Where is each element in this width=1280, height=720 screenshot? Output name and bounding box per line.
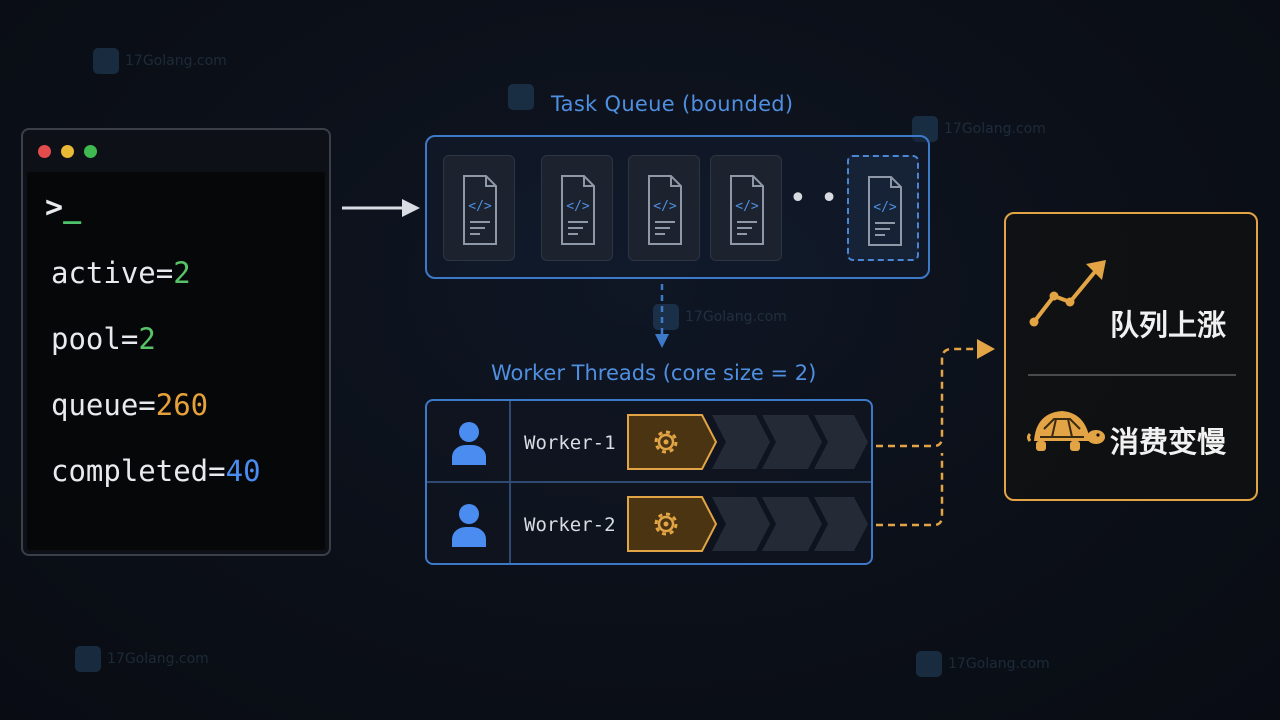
workers-title: Worker Threads (core size = 2) — [491, 361, 817, 385]
queue-rising-label: 队列上涨 — [1110, 308, 1227, 342]
worker-pipeline — [627, 414, 868, 470]
worker-name: Worker-1 — [524, 432, 616, 454]
task-item: </> — [710, 155, 782, 261]
user-icon — [452, 422, 486, 465]
watermark-logo-icon — [916, 651, 942, 677]
svg-text:</>: </> — [735, 199, 759, 214]
task-item: </> — [628, 155, 700, 261]
stat-pool: pool=2 — [51, 322, 156, 356]
minimize-dot-icon[interactable] — [61, 145, 74, 158]
watermark-logo-icon — [653, 304, 679, 330]
stat-active: active=2 — [51, 256, 191, 290]
terminal-title-bar — [23, 130, 329, 172]
gear-icon — [654, 512, 678, 536]
watermark: 17Golang.com — [93, 48, 227, 74]
worker-name: Worker-2 — [524, 514, 616, 536]
watermark-logo-icon — [508, 84, 534, 110]
trend-up-icon — [1029, 260, 1106, 327]
watermark: 17Golang.com — [912, 116, 1046, 142]
divider — [1028, 374, 1236, 376]
maximize-dot-icon[interactable] — [84, 145, 97, 158]
watermark: 17Golang.com — [75, 646, 209, 672]
code-file-icon: </> — [463, 175, 497, 245]
worker-row: Worker-1 — [427, 401, 871, 483]
code-file-icon: </> — [730, 175, 764, 245]
code-file-icon: </> — [561, 175, 595, 245]
terminal-body: >_ active=2 pool=2 queue=260 completed=4… — [27, 172, 325, 550]
terminal-prompt: >_ — [45, 190, 81, 225]
submit-arrow-icon — [342, 199, 420, 217]
dispatch-arrow-icon — [655, 284, 669, 348]
prompt-symbol: > — [45, 190, 64, 225]
close-dot-icon[interactable] — [38, 145, 51, 158]
turtle-icon — [1027, 411, 1105, 451]
worker-threads: Worker-1 Worker-2 — [425, 399, 873, 565]
watermark: 17Golang.com — [653, 304, 787, 330]
watermark-logo-icon — [93, 48, 119, 74]
task-item: </> — [443, 155, 515, 261]
svg-text:</>: </> — [468, 199, 492, 214]
stat-completed: completed=40 — [51, 454, 261, 488]
watermark — [508, 84, 534, 110]
watermark: 17Golang.com — [916, 651, 1050, 677]
terminal-window: >_ active=2 pool=2 queue=260 completed=4… — [21, 128, 331, 556]
pending-task-item: </> — [847, 155, 919, 261]
svg-text:</>: </> — [873, 200, 897, 215]
watermark-logo-icon — [75, 646, 101, 672]
svg-text:</>: </> — [566, 199, 590, 214]
code-file-icon: </> — [648, 175, 682, 245]
stat-queue: queue=260 — [51, 388, 209, 422]
code-file-icon: </> — [868, 176, 902, 246]
user-icon — [452, 504, 486, 547]
gear-icon — [654, 430, 678, 454]
task-queue: </> </> </> </> — [425, 135, 930, 279]
cursor: _ — [63, 190, 82, 225]
effect-connector-icon — [876, 339, 995, 527]
queue-title: Task Queue (bounded) — [551, 92, 794, 116]
worker-pipeline — [627, 496, 868, 552]
effect-panel: 队列上涨 消费变慢 — [1004, 212, 1258, 501]
task-item: </> — [541, 155, 613, 261]
worker-row: Worker-2 — [427, 483, 871, 563]
svg-text:</>: </> — [653, 199, 677, 214]
consume-slow-label: 消费变慢 — [1110, 425, 1227, 459]
